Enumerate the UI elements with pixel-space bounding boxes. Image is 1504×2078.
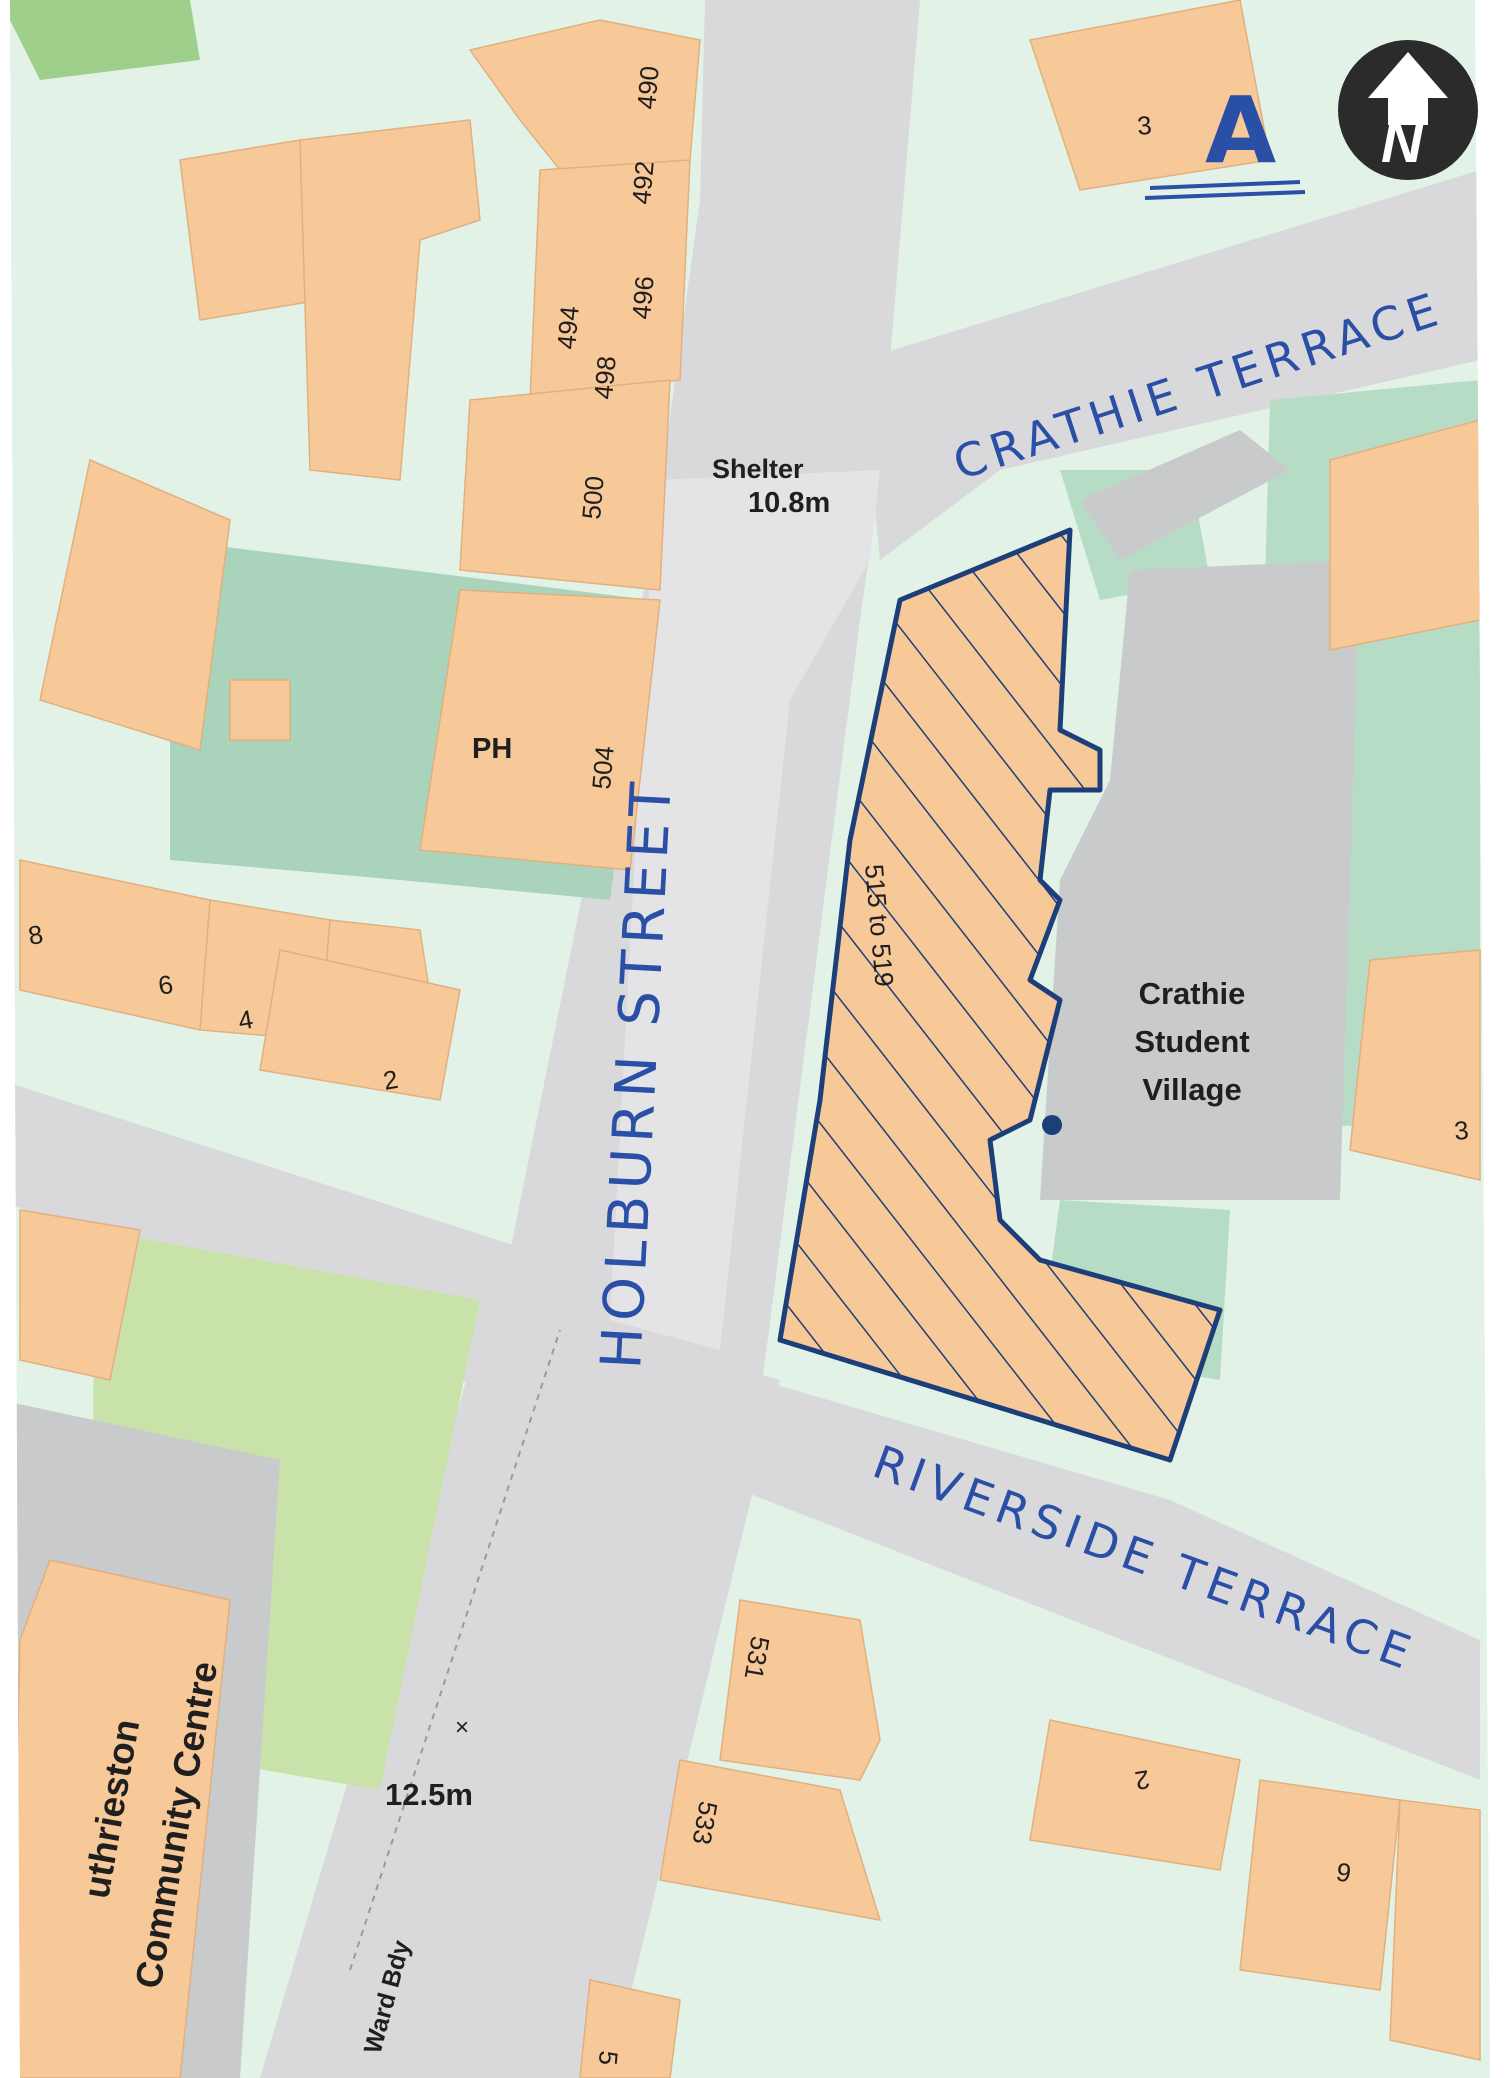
annotation-a: A [1144,77,1306,200]
pavement-east [610,470,880,1350]
north-arrow-label: N [1381,110,1424,175]
house-number-9: 9 [1334,1856,1353,1888]
house-number-531: 531 [739,1634,776,1682]
house-number-5: 5 [593,2049,624,2066]
north-arrow: N [1338,40,1478,180]
student-village-line-3: Village [1142,1072,1241,1107]
building-9 [1239,1779,1401,1991]
building-3-top [1029,0,1271,191]
house-number-498: 498 [588,355,622,401]
building-533 [659,1759,882,1921]
house-number-6: 6 [156,969,175,1001]
building-504-pub [419,589,661,871]
annotation-letter: A [1205,77,1282,184]
house-number-494: 494 [551,305,585,351]
shelter-label: Shelter [712,454,804,484]
student-village-label: Crathie Student Village [1134,976,1249,1107]
spot-height-bottom: 12.5m [385,1777,473,1812]
building-west-lower [19,1209,141,1381]
building-small-square [229,679,291,741]
house-number-533: 533 [687,1799,724,1847]
building-531 [719,1599,881,1781]
student-village-block [1040,560,1360,1200]
building-2-bottom [1029,1719,1241,1871]
student-village-line-1: Crathie [1139,976,1246,1011]
building-2-left [259,949,461,1101]
road-crathie-terrace [860,170,1480,560]
spot-height-top: 10.8m [748,487,830,519]
building-492-498 [529,159,691,401]
pub-label: PH [472,733,512,765]
annotation-underline-1 [1149,180,1301,190]
house-number-3-right: 3 [1453,1115,1470,1146]
building-nw-1 [179,139,321,321]
building-west-large [39,458,231,751]
road-holburn-south [260,1300,780,2078]
building-east-upper [1329,419,1481,651]
site-marker-dot [1042,1115,1062,1135]
building-nw-2 [299,119,481,481]
house-number-2-left: 2 [381,1064,400,1096]
ward-boundary-line [349,1329,561,1971]
application-site-boundary[interactable] [777,527,1223,1463]
spot-height-marker: × [455,1714,469,1741]
building-community-centre [10,1559,231,2078]
house-number-492: 492 [626,160,660,206]
house-number-8: 8 [26,919,45,951]
green-corner-top-left [10,0,200,80]
house-number-4: 4 [236,1004,255,1036]
student-village-line-2: Student [1134,1024,1249,1059]
house-number-3-top: 3 [1136,110,1153,141]
north-arrow-icon [1368,52,1448,125]
building-500 [459,379,671,591]
house-number-490: 490 [631,65,665,111]
annotation-underline-2 [1144,190,1306,200]
house-number-2-bottom: 2 [1133,1764,1152,1796]
house-number-labels: 490 492 494 496 498 500 504 8 6 4 2 3 3 … [26,65,1470,2067]
house-number-500: 500 [576,475,610,521]
road-west-arm [10,1080,560,1320]
house-number-504: 504 [586,745,620,791]
buildings [10,0,1481,2078]
building-east-lower [1389,1799,1481,2061]
student-village-entrance [1080,430,1290,560]
building-3-right [1349,949,1481,1181]
house-number-496: 496 [626,275,660,321]
building-5 [579,1979,681,2078]
